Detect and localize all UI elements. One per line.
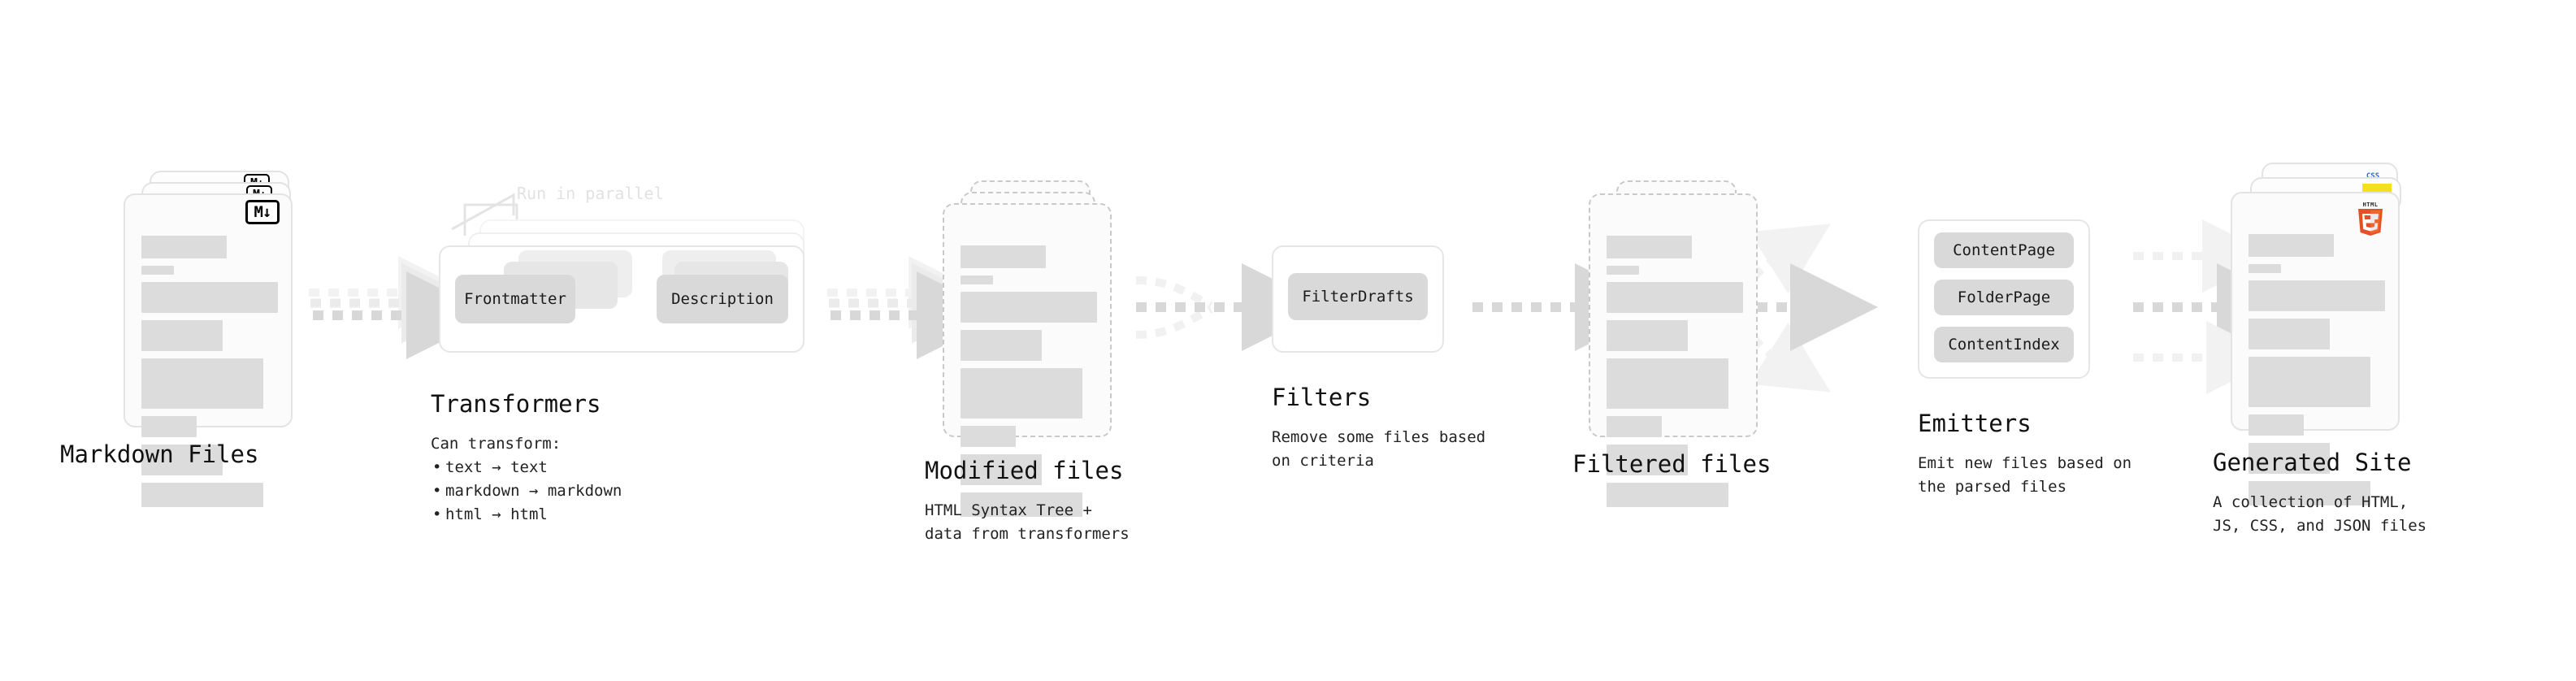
content-bar bbox=[961, 454, 1042, 485]
stage-subtitle-generated-site: A collection of HTML, JS, CSS, and JSON … bbox=[2213, 493, 2427, 535]
bullet-item: html → html bbox=[431, 503, 622, 527]
stage-title-filtered-files: Filtered files bbox=[1572, 450, 1772, 478]
content-bar bbox=[961, 426, 1016, 447]
bullet-item: markdown → markdown bbox=[431, 479, 622, 503]
html5-badge-icon: HTML bbox=[2354, 200, 2387, 237]
content-bar bbox=[961, 330, 1042, 361]
content-bar bbox=[141, 358, 263, 409]
emitter-chip-contentpage[interactable]: ContentPage bbox=[1934, 232, 2074, 268]
bullets-lead: Can transform: bbox=[431, 435, 562, 453]
content-bar bbox=[141, 266, 174, 275]
content-bar bbox=[2249, 264, 2281, 273]
content-bar bbox=[1607, 266, 1639, 275]
content-bar bbox=[1607, 483, 1728, 507]
stage-subtitle-modified-files: HTML Syntax Tree + data from transformer… bbox=[925, 501, 1130, 543]
emitter-chip-folderpage[interactable]: FolderPage bbox=[1934, 280, 2074, 315]
content-bar bbox=[1607, 320, 1688, 351]
content-bar bbox=[961, 275, 993, 284]
stage-generated-site: CSS HTML bbox=[2213, 163, 2426, 535]
content-bar bbox=[2249, 234, 2334, 257]
filtered-file-stack bbox=[1589, 180, 1776, 507]
content-bar bbox=[1607, 445, 1688, 475]
modified-card-content bbox=[961, 245, 1115, 524]
filter-chip-filterdrafts[interactable]: FilterDrafts bbox=[1288, 273, 1428, 320]
content-bar bbox=[1607, 416, 1662, 437]
transformer-chip-description[interactable]: Description bbox=[657, 275, 788, 323]
content-bar bbox=[961, 492, 1082, 517]
md-badge-icon: M↓ bbox=[245, 200, 280, 224]
transformers-capability-list: Can transform: text → text markdown → ma… bbox=[431, 432, 622, 527]
generated-site-stack: CSS HTML bbox=[2231, 163, 2426, 505]
content-bar bbox=[141, 236, 227, 258]
bullets-list: text → text markdown → markdown html → h… bbox=[431, 456, 622, 527]
content-bar bbox=[961, 292, 1097, 323]
content-bar bbox=[141, 416, 197, 437]
bullet-item: text → text bbox=[431, 456, 622, 479]
run-in-parallel-annotation: Run in parallel bbox=[517, 184, 664, 203]
content-bar bbox=[2249, 280, 2385, 311]
stage-markdown-files: M↓ M↓ M↓ Markdown Files bbox=[60, 171, 310, 507]
stage-filtered-files: Filtered files bbox=[1572, 180, 1776, 507]
content-bar bbox=[1607, 282, 1743, 313]
content-bar bbox=[2249, 481, 2370, 505]
transformer-chip-frontmatter[interactable]: Frontmatter bbox=[455, 275, 575, 323]
markdown-card-content bbox=[141, 236, 296, 514]
emitter-chip-contentindex[interactable]: ContentIndex bbox=[1934, 327, 2074, 362]
content-bar bbox=[141, 320, 223, 351]
stage-title-generated-site: Generated Site bbox=[2213, 449, 2412, 476]
content-bar bbox=[2249, 443, 2330, 474]
stage-title-transformers: Transformers bbox=[431, 390, 601, 418]
arrow-markdown-to-transformers bbox=[309, 256, 494, 359]
content-bar bbox=[1607, 358, 1728, 409]
stage-modified-files: Modified files HTML Syntax Tree + data f… bbox=[925, 180, 1130, 543]
stage-subtitle-filters: Remove some files based on criteria bbox=[1272, 428, 1486, 470]
svg-text:CSS: CSS bbox=[2366, 172, 2379, 180]
arrow-modified-to-filters bbox=[1135, 263, 1329, 351]
arrow-emitters-to-site bbox=[2133, 219, 2305, 394]
content-bar bbox=[2249, 414, 2304, 436]
content-bar bbox=[141, 483, 263, 507]
content-bar bbox=[2249, 357, 2370, 407]
stage-subtitle-emitters: Emit new files based on the parsed files bbox=[1918, 454, 2132, 496]
stage-title-markdown-files: Markdown Files bbox=[60, 440, 259, 468]
content-bar bbox=[1607, 236, 1692, 258]
arrow-transformers-to-modified bbox=[827, 256, 1004, 359]
svg-text:HTML: HTML bbox=[2363, 202, 2379, 208]
stage-title-emitters: Emitters bbox=[1918, 410, 2032, 437]
filtered-card-content bbox=[1607, 236, 1761, 514]
content-bar bbox=[961, 368, 1082, 419]
modified-file-stack bbox=[943, 180, 1130, 517]
content-bar bbox=[141, 282, 278, 313]
generated-site-content bbox=[2249, 234, 2411, 513]
content-bar bbox=[2249, 319, 2330, 349]
stage-title-filters: Filters bbox=[1272, 384, 1372, 411]
markdown-file-stack: M↓ M↓ M↓ bbox=[124, 171, 310, 507]
content-bar bbox=[961, 245, 1046, 268]
content-bar bbox=[141, 445, 223, 475]
stage-title-modified-files: Modified files bbox=[925, 457, 1124, 484]
